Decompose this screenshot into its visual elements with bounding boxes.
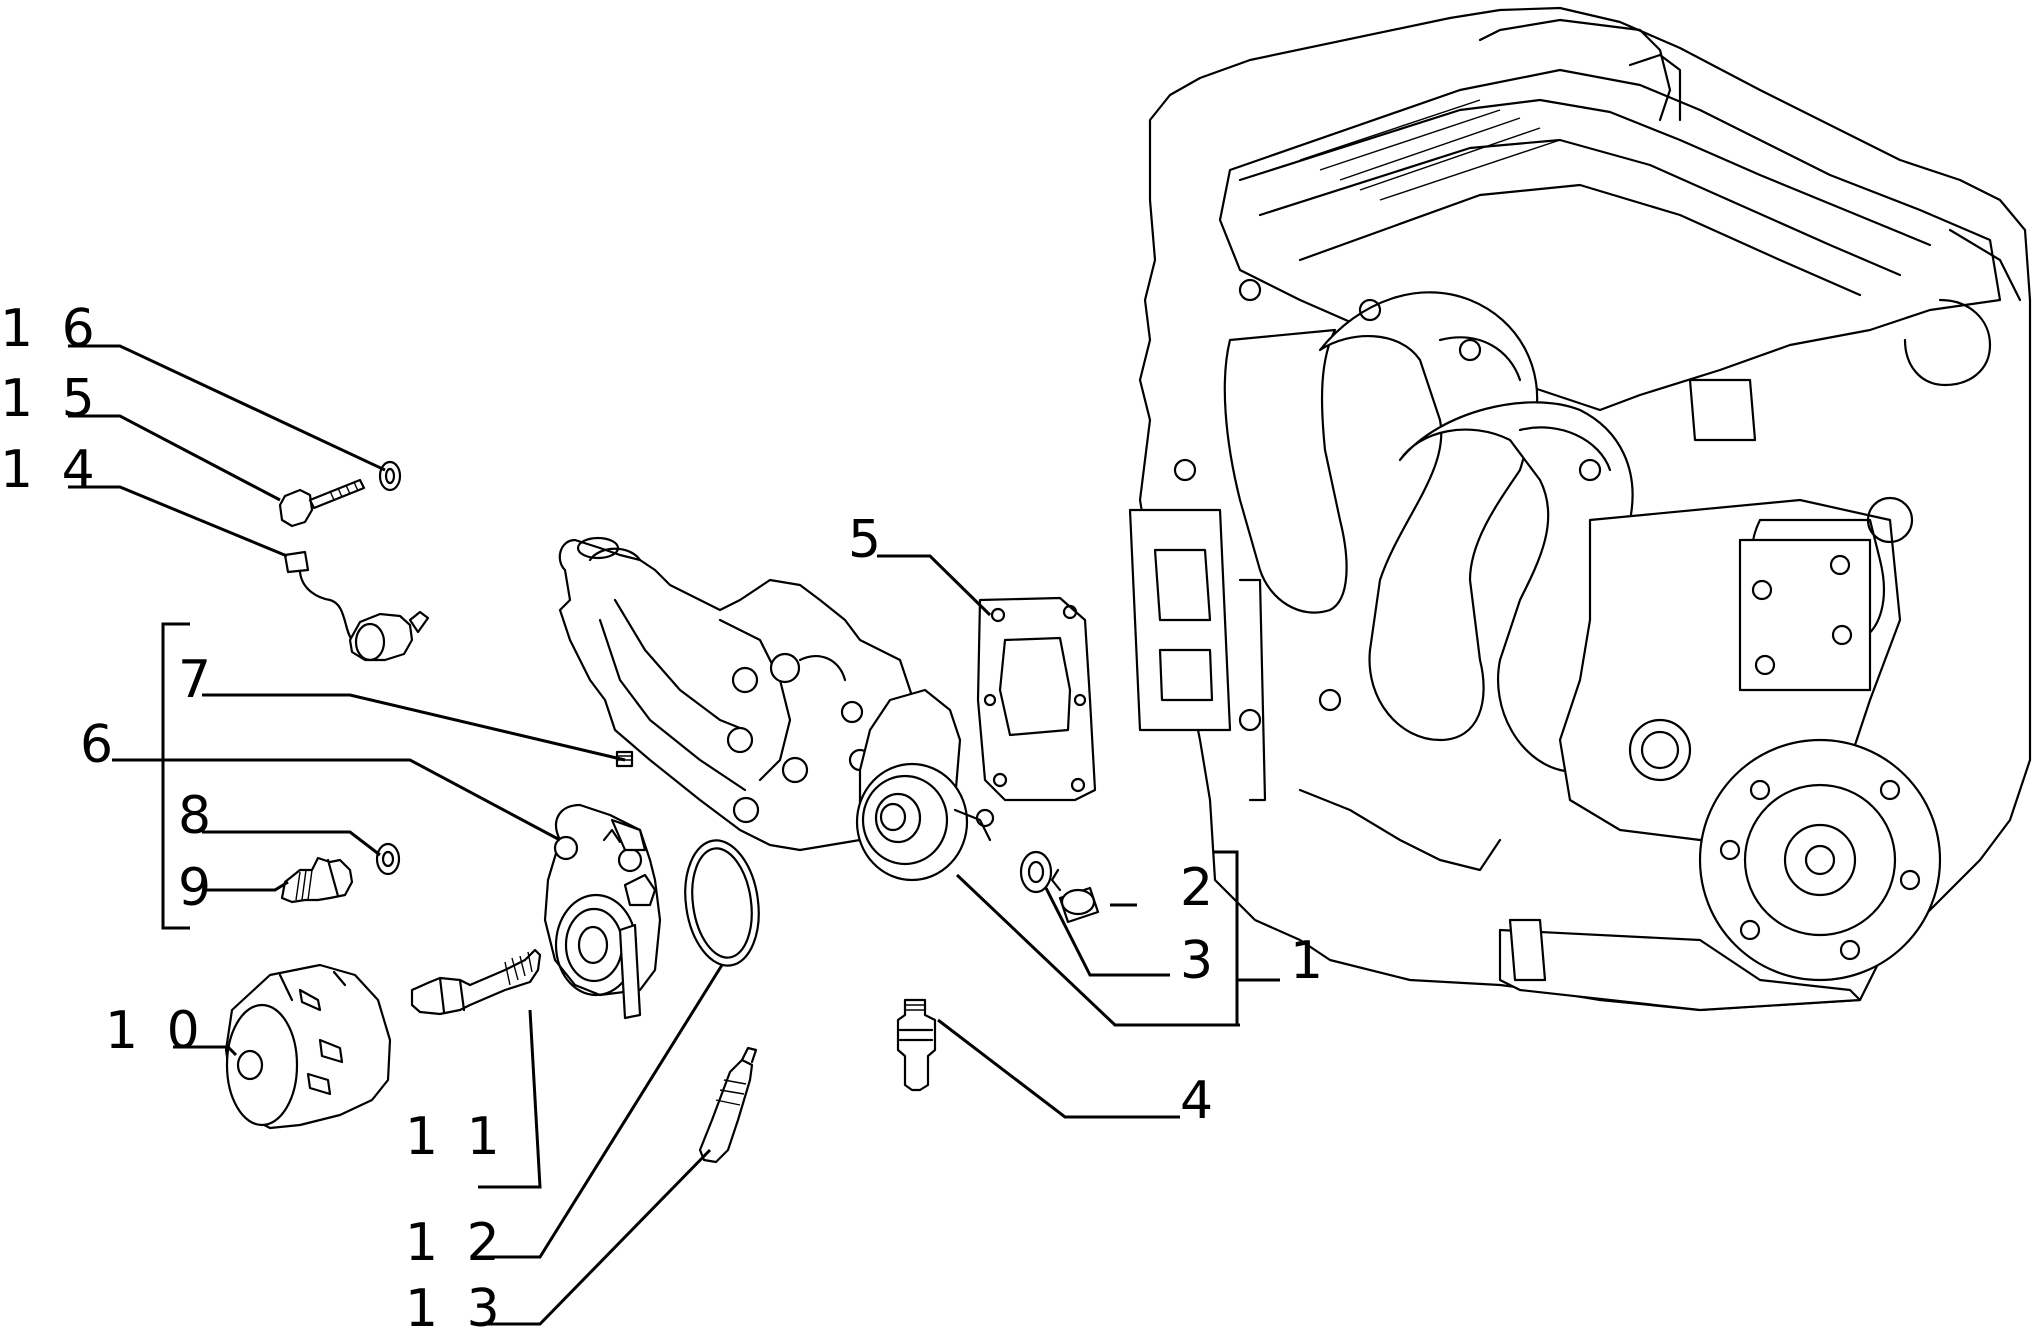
callout-10: 1 0 (105, 1001, 206, 1061)
washer-8-drawing (375, 842, 401, 876)
callout-13: 1 3 (405, 1279, 506, 1328)
washer-3-drawing (1019, 850, 1053, 894)
callout-3: 3 (1180, 931, 1219, 991)
callout-4: 4 (1180, 1071, 1219, 1131)
washer-16-drawing (378, 460, 402, 492)
sensor-4-drawing (896, 998, 937, 1092)
oil-filter-support-bracket (558, 536, 995, 882)
sender-13-drawing (698, 1046, 758, 1164)
plug-2-drawing (1050, 868, 1100, 924)
oil-filter-10-drawing (224, 963, 392, 1130)
oil-filter-housing-6-drawing (543, 803, 662, 1020)
sensor-14-drawing (283, 550, 430, 662)
callout-9: 9 (178, 858, 217, 918)
callout-5: 5 (848, 510, 887, 570)
o-ring-12-drawing (684, 839, 760, 967)
callout-12: 1 2 (405, 1213, 506, 1273)
callout-15: 1 5 (0, 369, 101, 429)
bolt-15-drawing (278, 478, 366, 528)
pressure-switch-9-drawing (280, 856, 354, 904)
callout-7: 7 (178, 650, 217, 710)
callout-8: 8 (178, 786, 217, 846)
callout-11: 1 1 (405, 1107, 506, 1167)
leader-lines (68, 344, 1280, 1326)
callout-1: 1 (1290, 931, 1329, 991)
engine-block-drawing (1128, 6, 2032, 1012)
callout-6: 6 (80, 715, 119, 775)
callout-labels: 1 6 1 5 1 4 5 7 6 8 9 1 0 1 1 1 2 1 3 2 … (0, 299, 1329, 1328)
callout-2: 2 (1180, 858, 1219, 918)
gasket-5-drawing (976, 596, 1097, 802)
callout-16: 1 6 (0, 299, 101, 359)
union-bolt-11-drawing (410, 948, 542, 1016)
callout-14: 1 4 (0, 440, 101, 500)
